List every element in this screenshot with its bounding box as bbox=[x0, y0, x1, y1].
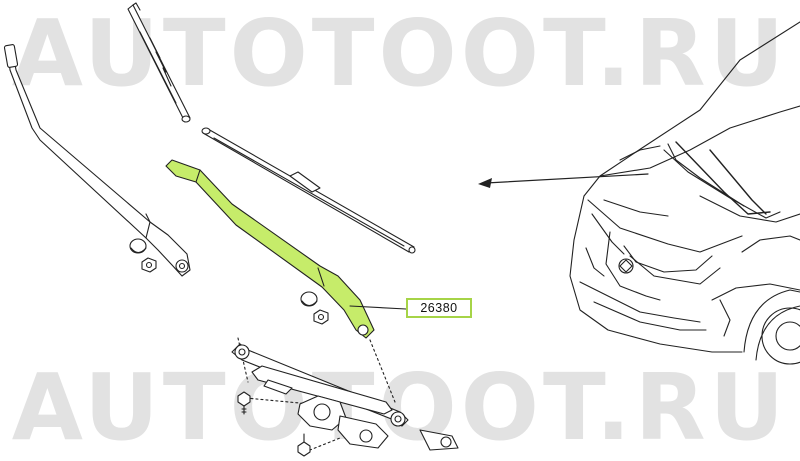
wiper-blade-long[interactable] bbox=[201, 127, 416, 254]
wiper-linkage-motor[interactable] bbox=[231, 343, 459, 451]
wiper-arm-driver[interactable] bbox=[3, 44, 191, 277]
location-pointer-arrow bbox=[478, 173, 649, 188]
callout-leader-line bbox=[349, 305, 407, 310]
wiper-blade-upper[interactable] bbox=[127, 2, 191, 123]
vehicle-front-illustration bbox=[569, 21, 800, 365]
wiper-arm-passenger[interactable] bbox=[165, 159, 375, 339]
bolt-upper[interactable] bbox=[237, 391, 251, 415]
bolt-lower[interactable] bbox=[297, 433, 311, 457]
arm-nut-left[interactable] bbox=[141, 257, 157, 273]
arm-cap-right[interactable] bbox=[300, 291, 318, 307]
arm-cap-left[interactable] bbox=[129, 238, 147, 254]
part-number-callout-26380[interactable]: 26380 bbox=[406, 298, 472, 318]
arm-nut-right[interactable] bbox=[313, 309, 329, 325]
